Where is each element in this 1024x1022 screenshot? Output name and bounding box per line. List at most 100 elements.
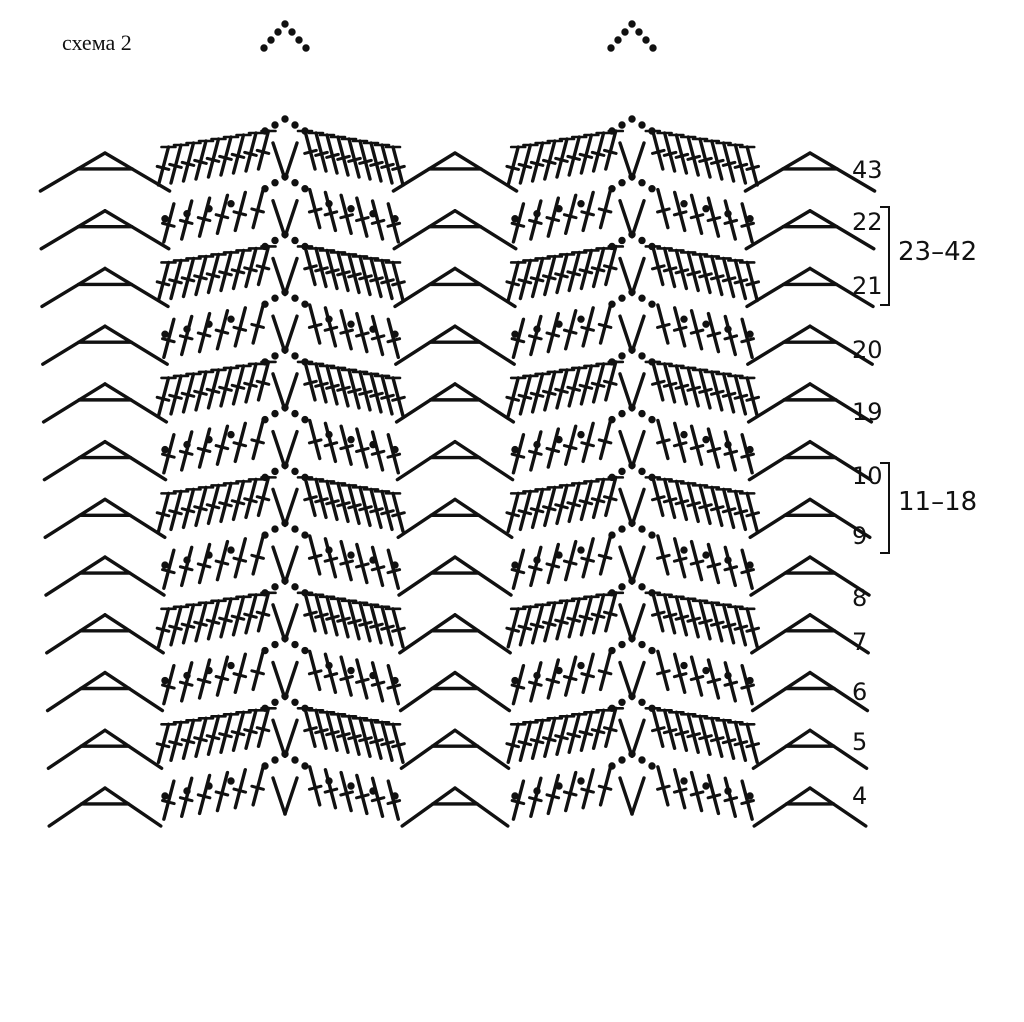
single-crochet-stitch (546, 773, 560, 816)
arch-stitch (103, 786, 163, 828)
stitch-crossbar (686, 501, 702, 508)
double-crochet-stitch (721, 718, 736, 760)
stitch-crossbar (243, 266, 258, 273)
stitch-crossbar (355, 793, 370, 800)
stitch-crossbar (323, 441, 339, 448)
chain-dot (618, 525, 626, 533)
chain-dot (628, 403, 636, 412)
double-crochet-stitch (710, 370, 724, 412)
chain-dot (702, 551, 710, 559)
single-crochet-stitch (251, 649, 265, 692)
double-crochet-stitch (555, 137, 569, 179)
stitch-crossbar (597, 553, 613, 560)
chain-dot (724, 671, 732, 680)
stitch-crossbar (674, 614, 690, 621)
chain-dot (347, 320, 355, 328)
double-crochet-stitch (325, 595, 339, 637)
stitch-crossbar (689, 790, 705, 797)
row-label-10: 10 (852, 462, 883, 490)
stitch-crossbar (336, 616, 351, 623)
chain-dot (680, 200, 688, 208)
arch-stitch (453, 382, 516, 424)
arch-stitch (746, 324, 812, 366)
chain-dot (281, 519, 289, 527)
stitch-crossbar (602, 610, 618, 617)
chain-dot (648, 704, 656, 712)
chain-dot (628, 346, 636, 354)
stitch-crossbar (178, 680, 194, 687)
double-crochet-stitch (169, 374, 183, 416)
double-crochet-stitch (745, 376, 759, 418)
double-crochet-stitch (358, 485, 372, 528)
chain-dot (555, 205, 563, 213)
chain-dot (302, 44, 310, 52)
stitch-crossbar (590, 381, 606, 388)
chain-dot (577, 430, 585, 439)
double-crochet-stitch (555, 599, 569, 641)
double-crochet-stitch (674, 364, 689, 406)
chain-dot (555, 666, 563, 675)
double-crochet-stitch (662, 593, 677, 635)
chain-dot (391, 676, 399, 685)
stitch-crossbar (193, 389, 208, 396)
double-crochet-stitch (674, 479, 689, 522)
single-crochet-stitch (689, 424, 704, 466)
single-crochet-stitch (529, 545, 543, 588)
stitch-crossbar (706, 446, 722, 453)
double-crochet-stitch (591, 708, 606, 750)
double-crochet-stitch (256, 591, 271, 633)
single-crochet-stitch (581, 768, 595, 810)
double-crochet-stitch (156, 722, 171, 764)
double-crochet-stitch (181, 256, 196, 299)
row-label-4: 4 (852, 782, 868, 810)
v-stitch (283, 256, 299, 297)
stitch-crossbar (218, 732, 233, 739)
double-crochet-stitch (181, 487, 196, 530)
arch-stitch (808, 497, 872, 540)
single-crochet-stitch (323, 537, 338, 579)
arch-stitch (747, 439, 812, 482)
v-stitch (618, 776, 634, 816)
stitch-crossbar (597, 784, 613, 791)
stitch-crossbar (689, 674, 705, 682)
chain-dot (702, 666, 710, 675)
stitch-crossbar (232, 672, 248, 679)
arch-stitch (453, 439, 515, 482)
stitch-crossbar (721, 160, 737, 167)
stitch-crossbar (230, 614, 246, 621)
single-crochet-stitch (339, 424, 353, 466)
stitch-crossbar (580, 441, 595, 448)
stitch-crossbar (597, 322, 613, 329)
stitch-crossbar (347, 272, 362, 279)
stitch-crossbar (307, 669, 323, 676)
stitch-crossbar (689, 444, 705, 451)
single-crochet-stitch (529, 314, 543, 357)
stitch-crossbar (674, 383, 690, 390)
double-crochet-stitch (543, 716, 557, 758)
double-crochet-stitch (579, 248, 594, 291)
double-crochet-stitch (555, 252, 569, 295)
stitch-crossbar (709, 158, 725, 165)
chain-dot (271, 583, 279, 591)
stitch-crossbar (336, 732, 351, 739)
stitch-crossbar (529, 507, 545, 514)
stitch-crossbar (214, 444, 230, 451)
double-crochet-stitch (745, 607, 759, 649)
double-crochet-stitch (698, 252, 712, 295)
single-crochet-stitch (197, 773, 212, 816)
chain-dot (680, 777, 688, 785)
stitch-crossbar (578, 383, 594, 390)
double-crochet-stitch (303, 244, 317, 287)
v-stitch (630, 256, 646, 297)
single-crochet-stitch (689, 655, 704, 697)
v-stitch (630, 314, 646, 354)
single-crochet-stitch (162, 548, 176, 590)
stitch-crossbar (193, 505, 208, 512)
stitch-crossbar (196, 331, 212, 338)
chain-dot (608, 185, 616, 193)
single-crochet-stitch (740, 202, 754, 244)
chain-dot (183, 440, 191, 449)
stitch-crossbar (178, 218, 194, 225)
double-crochet-stitch (380, 143, 394, 185)
chain-dot (291, 294, 299, 302)
